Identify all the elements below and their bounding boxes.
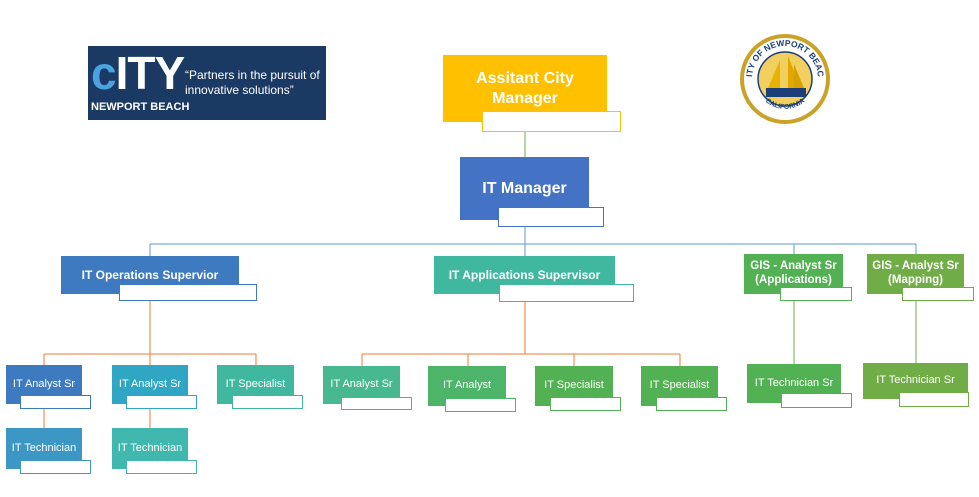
ops-analyst-sr-1-name-field [20,395,91,409]
gis-mapping-technician-box: IT Technician Sr [863,363,968,399]
city-seal: CITY OF NEWPORT BEACH CALIFORNIA [735,22,832,128]
gis-mapping-name-field [902,287,974,301]
gis-apps-technician-label: IT Technician Sr [754,376,834,389]
apps-specialist-2-name-field [656,397,727,411]
city-tagline: “Partners in the pursuit of innovative s… [185,68,320,97]
city-logo: cITY NEWPORT BEACH “Partners in the purs… [88,46,326,120]
gis-apps-name-field [780,287,852,301]
ops-analyst-sr-2-label: IT Analyst Sr [118,377,182,390]
ops-technician-1-label: IT Technician [11,441,77,454]
asst-city-manager-label: Assitant City Manager [476,70,574,107]
ops-technician-1-name-field [20,460,91,474]
apps-analyst-sr-label: IT Analyst Sr [330,378,393,391]
it-manager-label: IT Manager [482,179,567,197]
gis-mapping-technician-label: IT Technician Sr [876,374,955,387]
city-wordmark: cITY [91,47,185,99]
asst-city-manager-box: Assitant City Manager [443,55,607,122]
ops-supervisor-name-field [119,284,257,301]
ops-technician-2-name-field [126,460,197,474]
ops-supervisor-label: IT Operations Supervior [81,267,219,282]
asst-city-manager-name-field [482,111,621,132]
ops-analyst-sr-1-label: IT Analyst Sr [12,377,76,390]
apps-supervisor-name-field [499,284,634,302]
gis-mapping-technician-name-field [899,392,969,407]
gis-apps-label: GIS - Analyst Sr (Applications) [750,260,837,286]
apps-analyst-label: IT Analyst [442,379,492,392]
ops-specialist-label: IT Specialist [225,377,286,390]
apps-specialist-2-label: IT Specialist [649,379,710,392]
apps-specialist-1-name-field [550,397,621,411]
ops-specialist-name-field [232,395,303,409]
ops-technician-2-label: IT Technician [117,441,183,454]
it-manager-name-field [498,207,604,227]
apps-analyst-name-field [445,398,516,412]
ops-analyst-sr-2-name-field [126,395,197,409]
city-place-name: NEWPORT BEACH [91,101,190,113]
apps-supervisor-label: IT Applications Supervisor [448,267,601,282]
gis-mapping-label: GIS - Analyst Sr (Mapping) [872,260,959,286]
apps-analyst-sr-name-field [341,397,412,410]
apps-specialist-1-label: IT Specialist [544,379,604,392]
gis-apps-technician-name-field [781,393,852,408]
